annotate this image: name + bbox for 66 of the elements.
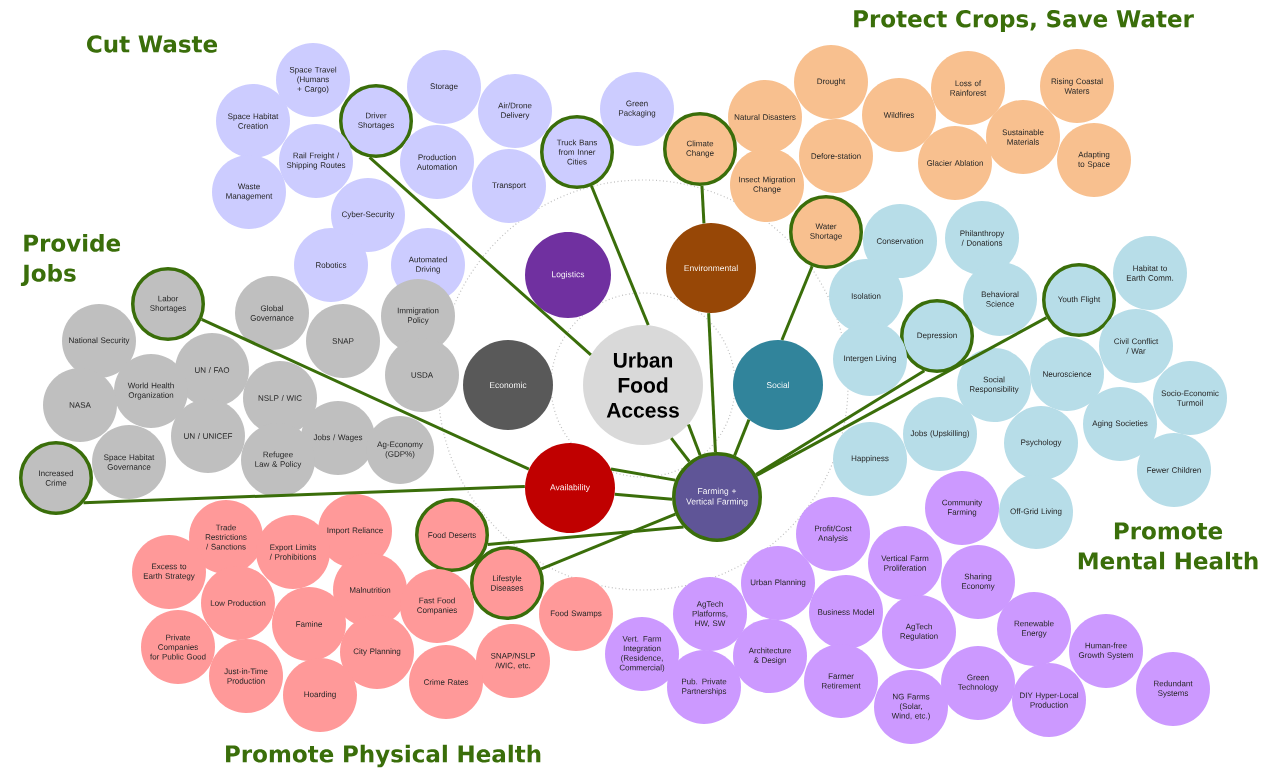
node-label: Civil Conflict / War (1114, 338, 1159, 354)
node-label: Export Limits / Prohibitions (269, 544, 317, 560)
node-label: Jobs / Wages (313, 434, 363, 442)
node-label: Architecture & Design (748, 647, 791, 665)
node-label: SNAP/NSLP /WIC, etc. (490, 652, 536, 670)
node-label: Green Technology (957, 674, 999, 692)
node-label: Renewable Energy (1014, 620, 1054, 638)
node-label: Refugee Law & Policy (255, 451, 302, 469)
group-heading: Promote Physical Health (226, 744, 541, 768)
node-label: Space Habitat Creation (228, 113, 279, 129)
node-label: Immigration Policy (397, 307, 439, 325)
node-label: Philanthropy / Donations (960, 230, 1005, 246)
connector-line (687, 423, 702, 456)
connector-line (707, 313, 717, 453)
connector-line (590, 185, 650, 326)
node-label: Low Production (210, 600, 266, 606)
group-heading: Promote Mental Health (1078, 522, 1258, 570)
node-label: Aging Societies (1092, 420, 1148, 428)
connector-line (540, 512, 676, 571)
node-label: Cyber-Security (341, 211, 395, 219)
node-label: Crime Rates (423, 679, 469, 685)
group-heading: Protect Crops, Save Water (854, 10, 1194, 32)
node-label: NSLP / WIC (258, 395, 302, 401)
node-label: AgTech Regulation (900, 623, 938, 641)
connector-line (487, 525, 684, 547)
node-label: Hoarding (304, 691, 336, 699)
node-label: City Planning (353, 648, 401, 656)
group-heading: Provide Jobs (20, 233, 121, 287)
node-label: Sustainable Materials (1002, 129, 1044, 145)
node-label: Behavioral Science (981, 291, 1019, 307)
node-label: Trade Restrictions / Sanctions (205, 524, 247, 550)
connector-line (780, 265, 814, 341)
connector-line (755, 316, 1048, 477)
connector-line (700, 185, 706, 224)
node-label: Isolation (851, 293, 881, 299)
node-label: National Security (69, 337, 130, 345)
node-label: Import Reliance (327, 527, 383, 535)
node-label: DIY Hyper-Local Production (1020, 692, 1079, 708)
connector-line (368, 156, 592, 356)
group-heading: Cut Waste (87, 35, 218, 53)
node-label: Psychology (1021, 439, 1062, 447)
node-label: Vertical Farm Proliferation (881, 555, 929, 571)
connector-line (83, 484, 525, 505)
node-label: Wildfires (883, 112, 915, 118)
connector-line (201, 318, 530, 471)
node-label: Malnutrition (349, 587, 391, 593)
node-label: Neuroscience (1043, 371, 1092, 377)
node-label: AgTech Platforms, HW, SW (692, 600, 728, 627)
node-label: Urban Planning (750, 579, 806, 587)
connector-line (610, 467, 676, 482)
connector-line (614, 492, 673, 501)
node-label: UN / UNICEF (184, 433, 233, 439)
node-label: Vert. Farm Integration (Residence, Commercial) (619, 636, 665, 672)
connector-line (733, 419, 751, 457)
node-label: Ag-Economy (GDP%) (377, 441, 423, 459)
node-label: Intergen Living (844, 355, 896, 363)
connector-line (755, 369, 926, 476)
node-label: Socio-Economic Turmoil (1161, 390, 1219, 406)
connector-line (670, 437, 691, 463)
node-label: NASA (69, 402, 91, 408)
node-label: World Health Organization (127, 382, 174, 400)
node-label: UN / FAO (195, 367, 230, 373)
node-label: Fast Food Companies (417, 597, 457, 615)
node-label: Space Habitat Governance (104, 454, 155, 470)
node-label: Famine (296, 621, 322, 627)
node-label: USDA (411, 372, 434, 378)
